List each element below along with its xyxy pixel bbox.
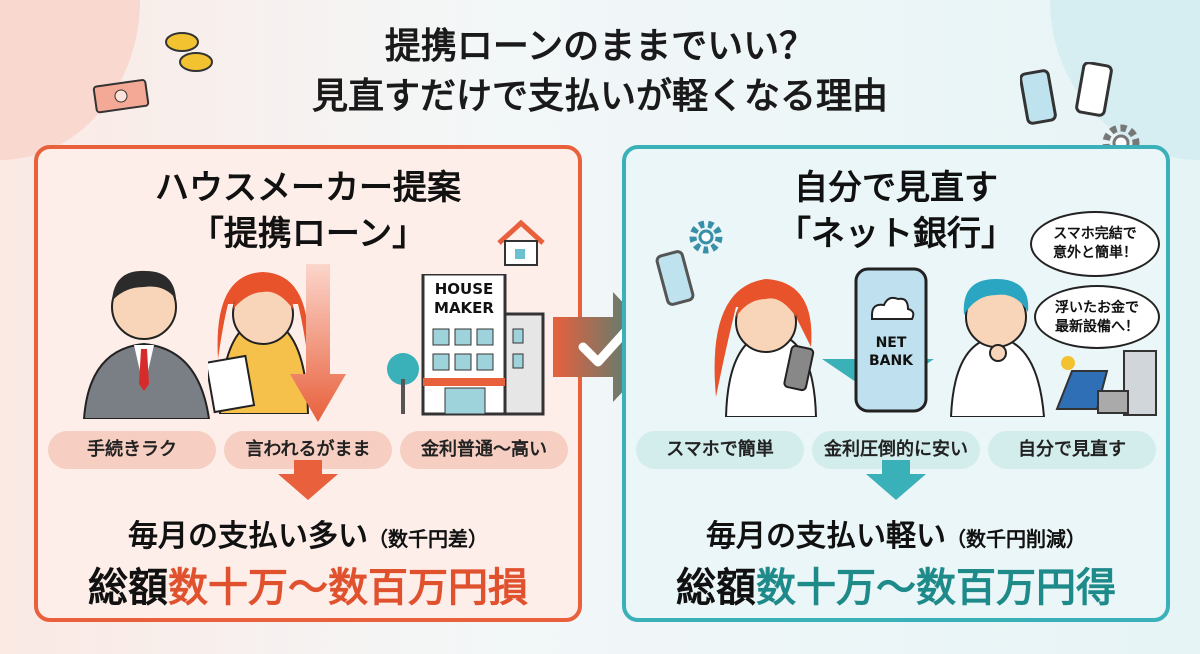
- phone-icon: [655, 250, 695, 306]
- phone-icon: [1020, 62, 1113, 125]
- total-amount: 数十万〜数百万円損: [168, 565, 528, 611]
- phone-label-line-2: BANK: [869, 353, 914, 369]
- man-thinking-illustration: [949, 279, 1046, 417]
- total-label: 総額: [88, 565, 168, 611]
- panel-heading: ハウスメーカー提案 「提携ローン」: [38, 165, 578, 257]
- house-icon: [497, 219, 545, 266]
- coins-icon: [165, 32, 213, 72]
- monthly-payment-result: 毎月の支払い軽い（数千円削減）: [626, 511, 1166, 555]
- down-arrow-icon: [866, 460, 926, 500]
- title-line-2: 見直すだけで支払いが軽くなる理由: [311, 76, 888, 117]
- panel-heading: 自分で見直す 「ネット銀行」: [626, 165, 1166, 257]
- result-note: （数千円差）: [368, 527, 488, 551]
- pill-self-review: 自分で見直す: [988, 431, 1156, 469]
- appliances-solar-illustration: [1055, 350, 1157, 416]
- title-line-1: 提携ローンのままでいい？: [384, 26, 816, 67]
- bubble-line: 浮いたお金で: [1055, 300, 1139, 316]
- building-sign-line-2: MAKER: [434, 299, 494, 317]
- monthly-payment-result: 毎月の支払い多い（数千円差）: [38, 511, 578, 555]
- feature-pills: スマホで簡単 金利圧倒的に安い 自分で見直す: [636, 431, 1156, 469]
- total-label: 総額: [676, 565, 756, 611]
- total-loss: 総額数十万〜数百万円損: [38, 555, 578, 613]
- bubble-line: 意外と簡単！: [1053, 245, 1137, 261]
- woman-with-phone-illustration: [714, 279, 818, 417]
- gear-icon: [689, 220, 723, 254]
- net-bank-phone: NET BANK: [822, 267, 934, 413]
- total-amount: 数十万〜数百万円得: [756, 565, 1116, 611]
- page-title: 提携ローンのままでいい？ 見直すだけで支払いが軽くなる理由: [0, 22, 1200, 122]
- feature-pills: 手続きラク 言われるがまま 金利普通〜高い: [48, 431, 568, 469]
- housemaker-loan-panel: ハウスメーカー提案 「提携ローン」 HOUSE MAKER 手続きラク 言われる…: [34, 145, 582, 622]
- heading-line-1: 自分で見直す: [794, 168, 998, 208]
- bubble-line: スマホ完結で: [1053, 226, 1137, 242]
- building-sign-line-1: HOUSE: [435, 280, 494, 298]
- result-text: 毎月の支払い多い: [128, 519, 368, 554]
- heading-line-2: 「ネット銀行」: [777, 214, 1015, 254]
- net-bank-panel: 自分で見直す 「ネット銀行」 NET BANK スマホ完結で意外と簡単！ 浮いた…: [622, 145, 1170, 622]
- speech-bubble-savings: 浮いたお金で最新設備へ！: [1034, 285, 1160, 349]
- pill-interest-rate: 金利普通〜高い: [400, 431, 568, 469]
- heading-line-1: ハウスメーカー提案: [155, 168, 461, 208]
- speech-bubble-smartphone: スマホ完結で意外と簡単！: [1030, 211, 1160, 277]
- pill-smartphone-easy: スマホで簡単: [636, 431, 804, 469]
- result-note: （数千円削減）: [946, 527, 1086, 551]
- salesman-illustration: [82, 270, 211, 419]
- woman-illustration: [208, 272, 310, 414]
- phone-label-line-1: NET: [876, 335, 907, 351]
- pill-easy-procedure: 手続きラク: [48, 431, 216, 469]
- bubble-line: 最新設備へ！: [1055, 319, 1139, 335]
- heading-line-2: 「提携ローン」: [189, 214, 427, 254]
- total-gain: 総額数十万〜数百万円得: [626, 555, 1166, 613]
- banknote-icon: [92, 79, 150, 114]
- down-arrow-icon: [278, 460, 338, 500]
- result-text: 毎月の支払い軽い: [706, 519, 946, 554]
- down-arrow-icon: [290, 264, 346, 422]
- house-maker-building: HOUSE MAKER: [387, 274, 545, 416]
